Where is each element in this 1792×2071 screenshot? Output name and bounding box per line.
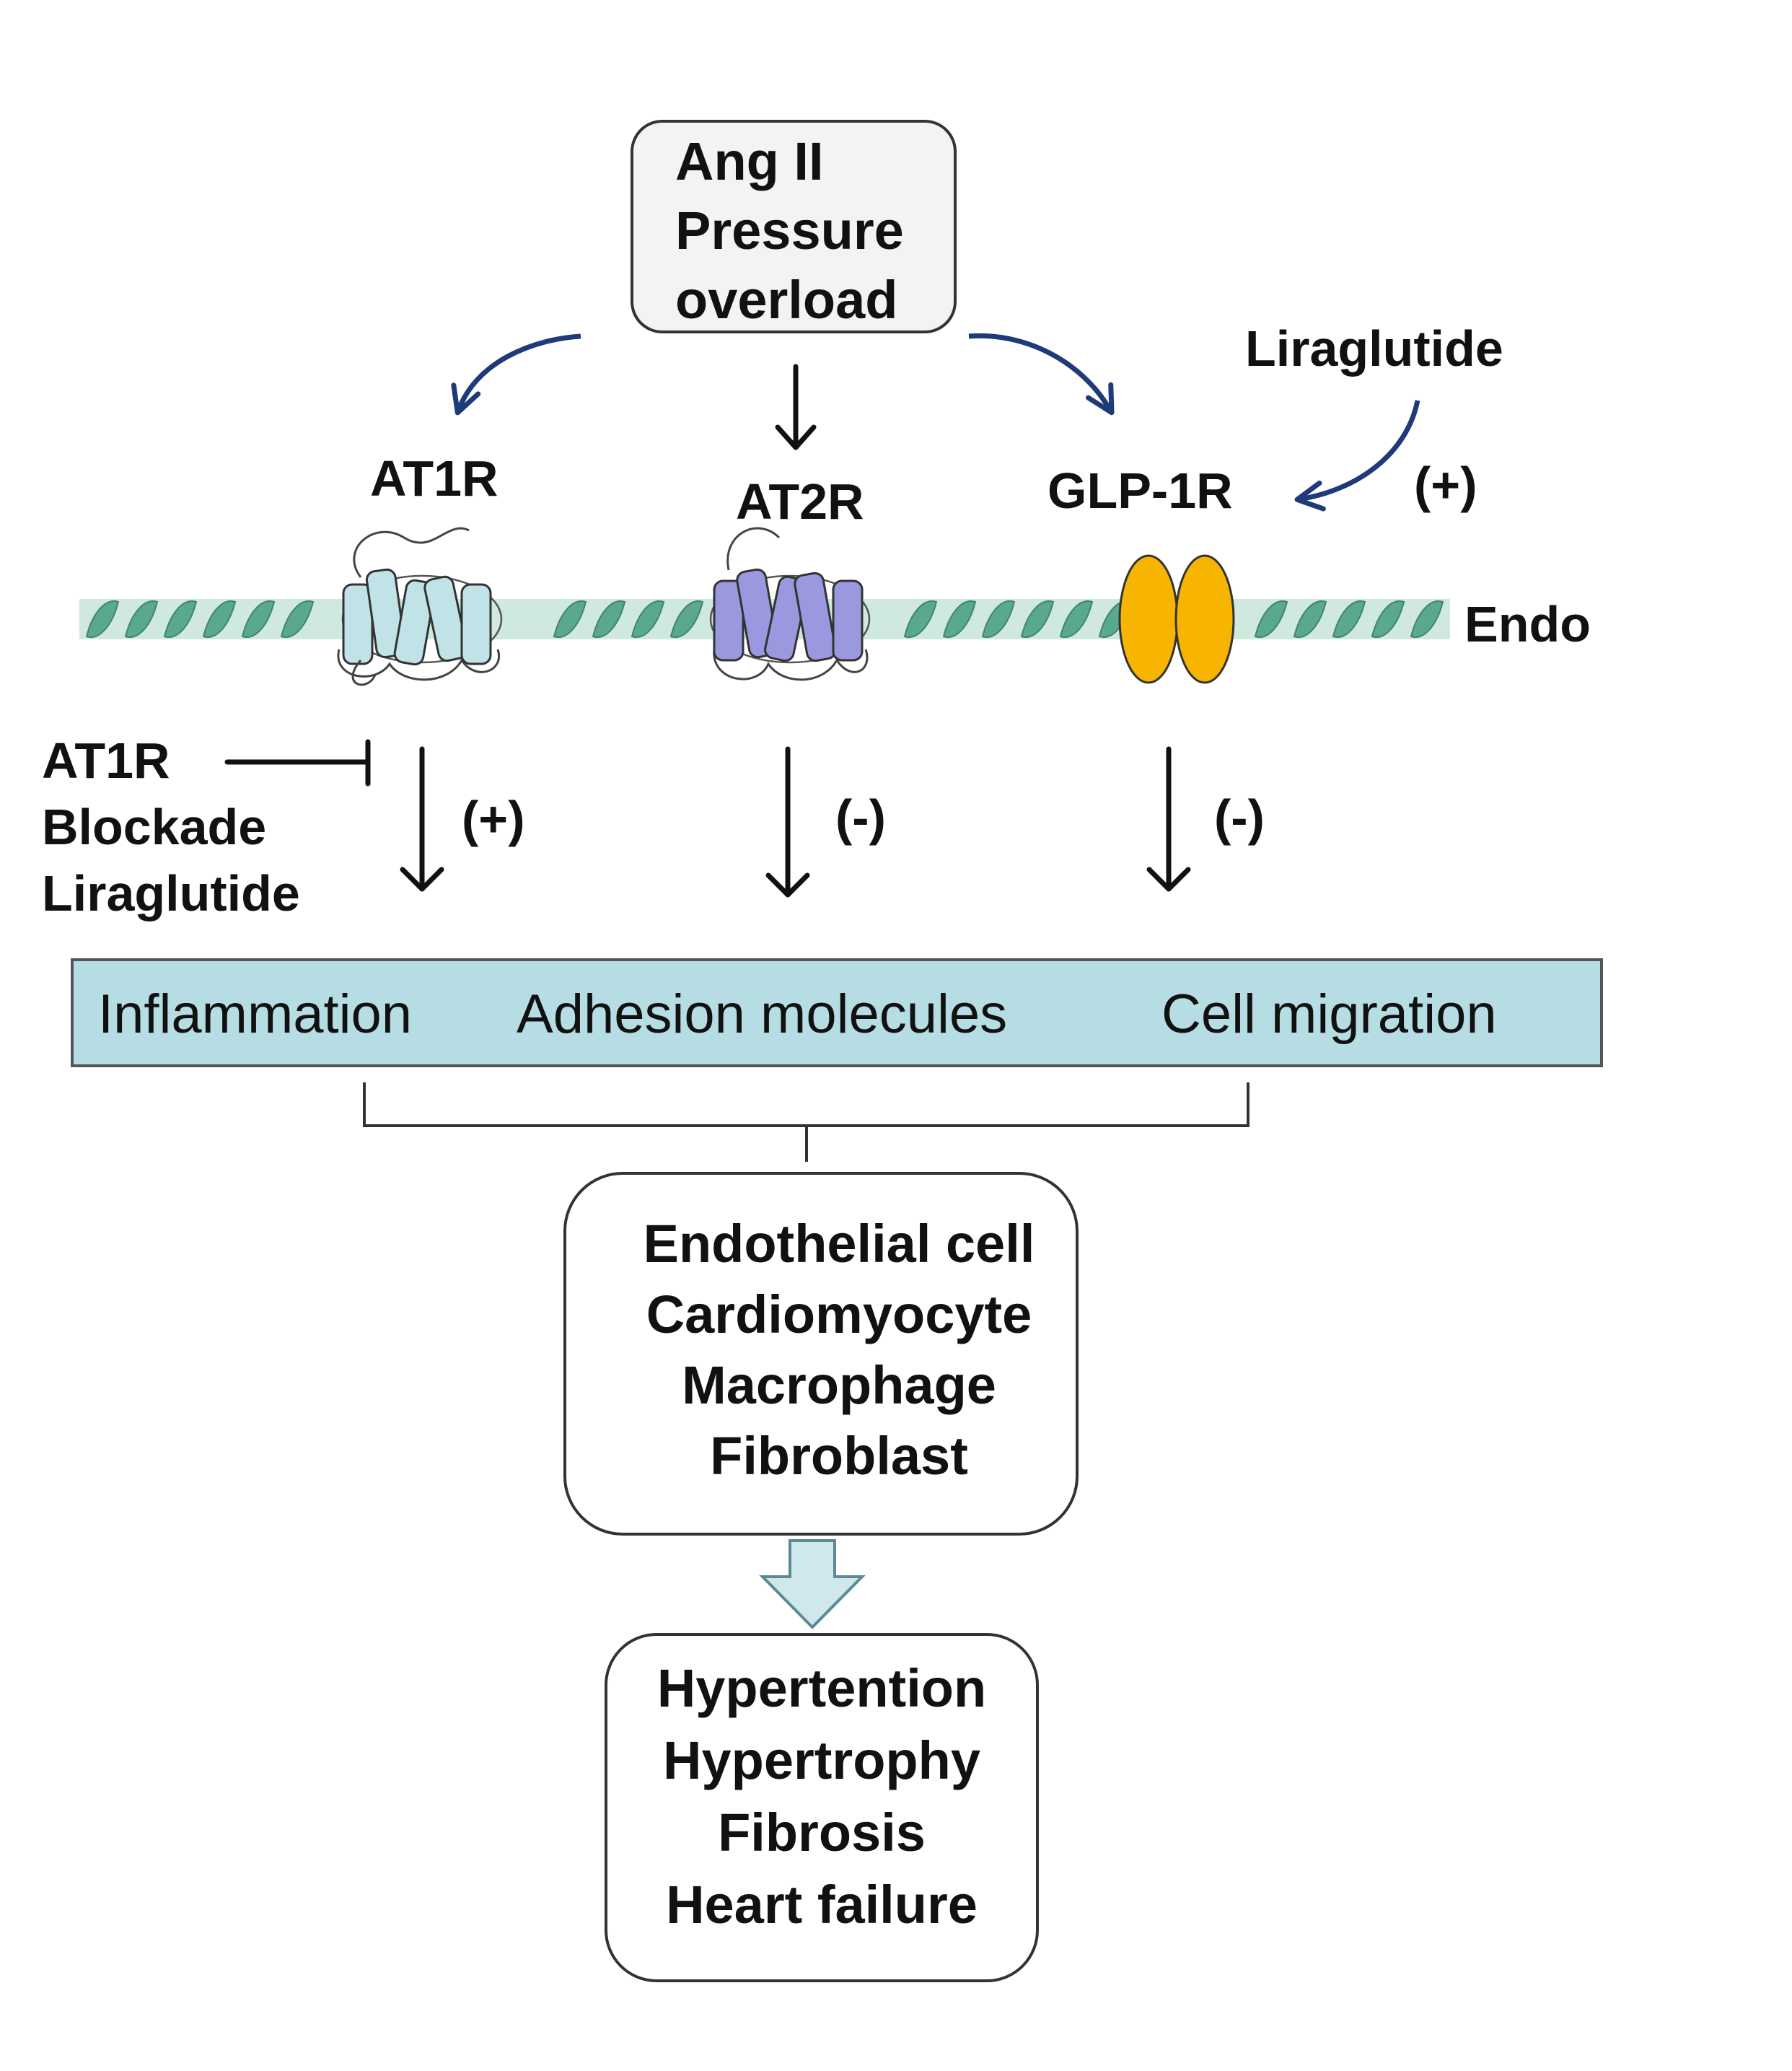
membrane-bead — [981, 600, 1016, 638]
membrane-bead — [124, 600, 159, 638]
stimulus-text: Ang II Pressure overload — [632, 127, 955, 335]
band-item-cell-migration: Cell migration — [1161, 984, 1497, 1045]
membrane-bead — [1059, 600, 1094, 638]
cell-types-box — [563, 1172, 1079, 1536]
at2r-effect-arrow — [765, 746, 810, 898]
membrane-bead — [202, 600, 237, 638]
stimulus-to-at2r-arrow — [775, 364, 817, 450]
membrane-bead — [942, 600, 977, 638]
membrane-bead — [1410, 600, 1444, 638]
diseases-text: Hypertention Hypertrophy Fibrosis Heart … — [606, 1652, 1037, 1941]
band-item-inflammation: Inflammation — [98, 984, 413, 1045]
at1r-label: AT1R — [370, 450, 498, 507]
membrane-bead — [903, 600, 938, 638]
disease-line: Fibrosis — [718, 1803, 926, 1862]
membrane-bead — [280, 600, 315, 638]
cell-type-line: Macrophage — [682, 1355, 996, 1415]
membrane-bead — [85, 600, 120, 638]
cell-type-line: Cardiomyocyte — [646, 1284, 1032, 1344]
cell-types-text: Endothelial cell Cardiomyocyte Macrophag… — [565, 1209, 1113, 1492]
membrane-bead — [1293, 600, 1327, 638]
at2r-label: AT2R — [736, 473, 864, 530]
diseases-box — [605, 1633, 1039, 1982]
at2r-effect-sign: (-) — [835, 789, 886, 846]
stimulus-line: Pressure — [675, 201, 904, 260]
stimulus-line: overload — [675, 270, 898, 330]
membrane-helix — [85, 600, 1444, 638]
stimulus-box — [631, 120, 957, 333]
block-down-arrow — [759, 1539, 866, 1629]
glp1r-effect-arrow — [1146, 746, 1191, 892]
membrane-bead — [553, 600, 587, 638]
outcomes-band — [71, 958, 1603, 1067]
inhibitor-text: AT1R Blockade Liraglutide — [42, 727, 300, 927]
stimulus-to-glp1r-arrow — [968, 333, 1115, 416]
at2r-receptor-icon — [709, 527, 871, 681]
inhibitor-line: Liraglutide — [42, 865, 300, 921]
glp1r-effect-sign: (-) — [1214, 789, 1265, 846]
stimulus-to-at1r-arrow — [451, 333, 581, 416]
glp1r-receptor-icon — [1118, 554, 1235, 684]
disease-line: Hypertention — [656, 1658, 987, 1718]
membrane-bead — [669, 600, 704, 638]
liraglutide-top-label: Liraglutide — [1245, 320, 1503, 377]
stimulus-line: Ang II — [675, 131, 824, 191]
membrane-bead — [1254, 600, 1288, 638]
membrane-bead — [592, 600, 626, 638]
cell-type-line: Fibroblast — [710, 1426, 968, 1486]
endo-label: Endo — [1464, 596, 1591, 652]
cell-type-line: Endothelial cell — [643, 1214, 1035, 1274]
liraglutide-top-sign: (+) — [1414, 457, 1477, 513]
at1r-effect-sign: (+) — [462, 791, 525, 847]
inhibitor-line: AT1R — [42, 732, 170, 789]
liraglutide-to-glp1r-arrow — [1294, 400, 1420, 512]
inhibition-arrow — [224, 739, 371, 787]
disease-line: Hypertrophy — [663, 1730, 980, 1790]
at1r-effect-arrow — [400, 746, 444, 892]
membrane-bead — [1020, 600, 1055, 638]
at1r-receptor-icon — [337, 527, 503, 686]
inhibitor-line: Blockade — [42, 799, 267, 855]
membrane-bead — [1371, 600, 1405, 638]
outcomes-bracket — [363, 1082, 1249, 1162]
membrane-bead — [1332, 600, 1366, 638]
membrane-bead — [163, 600, 198, 638]
disease-line: Heart failure — [666, 1875, 978, 1935]
band-item-adhesion-molecules: Adhesion molecules — [517, 984, 1008, 1045]
membrane-bead — [631, 600, 665, 638]
glp1r-label: GLP-1R — [1047, 463, 1233, 519]
membrane-bead — [241, 600, 276, 638]
